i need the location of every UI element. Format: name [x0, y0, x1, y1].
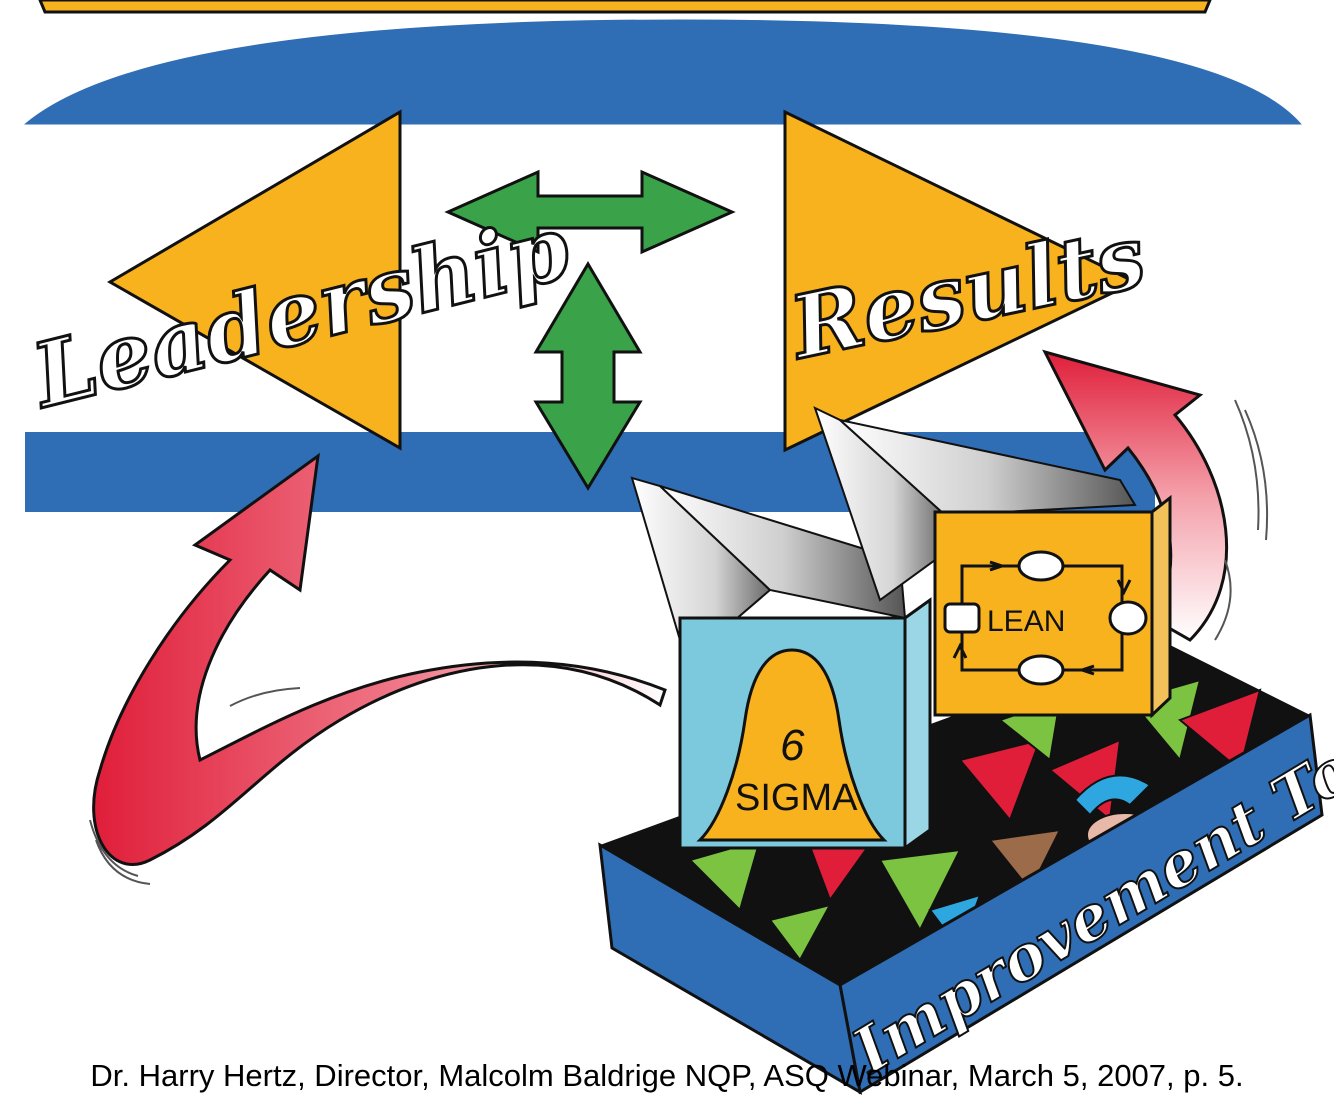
title-band-lettering-remnant	[38, 0, 1212, 14]
results-triangle	[783, 109, 1139, 453]
bell-curve-shape	[696, 648, 888, 842]
lean-node-bottom	[1017, 654, 1065, 686]
lean-node-left	[943, 602, 981, 634]
citation-caption: Dr. Harry Hertz, Director, Malcolm Baldr…	[90, 1058, 1244, 1093]
green-horizontal-double-arrow	[444, 169, 736, 255]
box-left-face	[598, 842, 863, 1095]
red-curved-arrow-left	[92, 452, 667, 866]
six-sigma-number: 6	[780, 721, 805, 770]
green-vertical-double-arrow	[533, 261, 643, 491]
lean-node-right	[1108, 600, 1148, 636]
red-arrow-left-shadow-strokes	[89, 687, 301, 885]
lean-label: LEAN	[987, 605, 1065, 638]
top-blue-dome	[16, 16, 1309, 128]
lean-projection-cone-side	[836, 418, 1137, 517]
lean-box	[933, 494, 1172, 719]
six-sigma-box	[678, 597, 932, 851]
lean-node-top	[1017, 550, 1065, 582]
red-arrow-right-shadow-strokes	[1214, 399, 1269, 641]
leadership-triangle	[107, 109, 402, 451]
six-sigma-word: SIGMA	[735, 777, 858, 819]
